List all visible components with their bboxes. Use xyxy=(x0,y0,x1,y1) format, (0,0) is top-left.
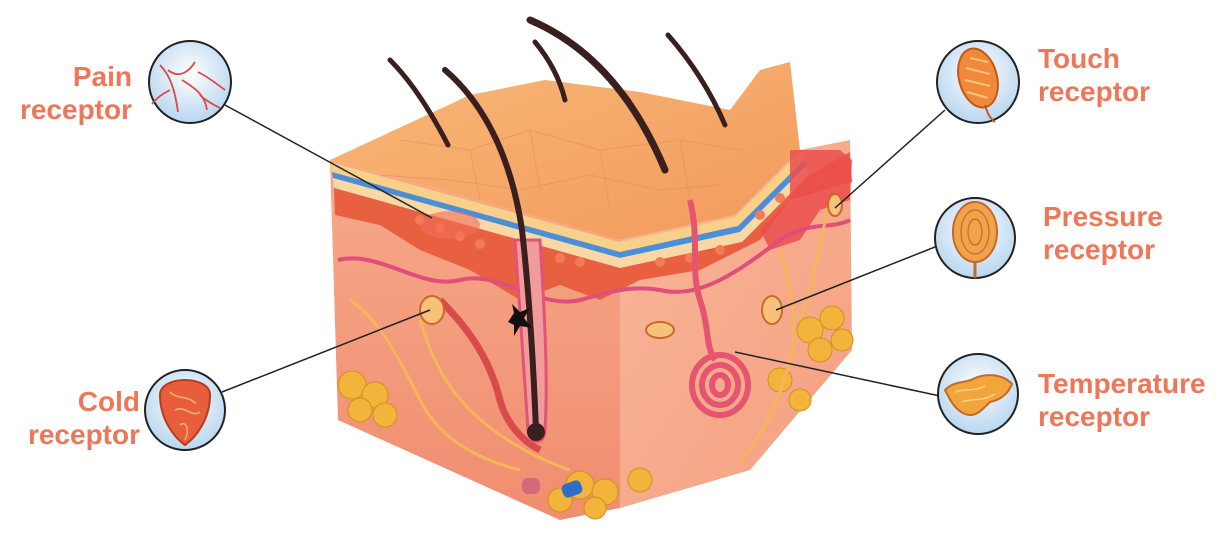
pain-label-line1: Pain xyxy=(0,60,132,93)
cold-label-line1: Cold xyxy=(0,385,140,418)
pressure-receptor-label: Pressure receptor xyxy=(1043,200,1163,266)
touch-label-line1: Touch xyxy=(1038,42,1150,75)
pressure-label-line2: receptor xyxy=(1043,233,1163,266)
temperature-receptor-bubble xyxy=(938,354,1018,434)
pressure-label-line1: Pressure xyxy=(1043,200,1163,233)
pain-receptor-area xyxy=(420,211,480,239)
temperature-label-line2: receptor xyxy=(1038,400,1206,433)
pain-label-line2: receptor xyxy=(0,93,132,126)
pain-receptor-label: Pain receptor xyxy=(0,60,132,126)
touch-receptor-label: Touch receptor xyxy=(1038,42,1150,108)
pressure-receptor-bubble xyxy=(935,198,1015,278)
temperature-label-line1: Temperature xyxy=(1038,367,1206,400)
temperature-receptor-body xyxy=(646,322,674,338)
cold-label-line2: receptor xyxy=(0,418,140,451)
skin-block xyxy=(330,20,853,520)
cold-receptor-body xyxy=(420,296,444,324)
temperature-receptor-label: Temperature receptor xyxy=(1038,367,1206,433)
pressure-receptor-body xyxy=(762,296,782,324)
artery-cut xyxy=(522,478,540,494)
touch-receptor-body xyxy=(828,194,842,216)
touch-receptor-bubble xyxy=(937,41,1019,123)
cold-receptor-bubble xyxy=(145,370,225,450)
pain-receptor-bubble xyxy=(149,41,231,123)
touch-label-line2: receptor xyxy=(1038,75,1150,108)
cold-receptor-label: Cold receptor xyxy=(0,385,140,451)
touch-leader xyxy=(835,110,945,208)
